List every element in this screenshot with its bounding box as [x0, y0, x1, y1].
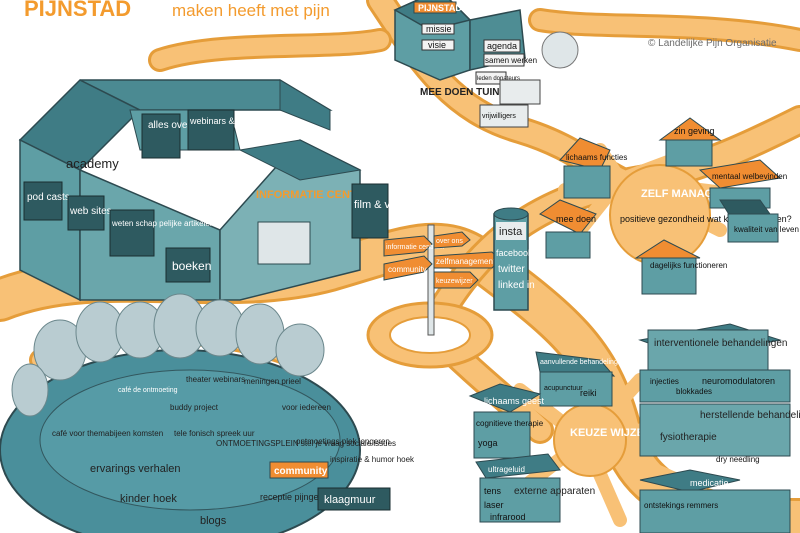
keuzewijzer-buildings: KEUZE WIJZER aanvullende behandelingen a…	[468, 323, 800, 533]
sign-webinars: webinars & presentaties	[189, 116, 287, 126]
house-zingeving: zin geving	[658, 117, 722, 167]
building-herstellend: herstellende behandelingen fysiotherapie…	[639, 403, 800, 464]
building-apparaten: ultrageluid externe apparaten tens laser…	[475, 453, 595, 523]
building-medicatie: medicatie ontstekings remmers	[639, 469, 791, 533]
building-label: dry needling	[716, 455, 760, 464]
house-meedoen: mee doen	[539, 199, 597, 259]
house-lichaamsfuncties: lichaams functies	[559, 137, 627, 199]
app-title: PIJNSTAD	[24, 0, 131, 21]
building-label: lichaams geest	[484, 396, 545, 406]
house-label: mentaal welbevinden	[712, 172, 787, 181]
town-hall-name: PIJNSTAD	[418, 3, 462, 13]
social-insta: insta	[499, 226, 523, 238]
community-park: café de ontmoeting theater webinars meni…	[0, 293, 415, 533]
header: PIJNSTAD maken heeft met pijn © Landelij…	[24, 0, 777, 49]
plaza-klaagmuur: klaagmuur	[324, 494, 376, 506]
building-label: medicatie	[690, 478, 729, 488]
building-label: interventionele behandelingen	[654, 338, 787, 349]
film-video-label: film & video	[354, 199, 411, 211]
plaza-ontmoetingsplein: ONTMOETINGSPLEIN stel je vraag sociale i…	[216, 439, 396, 448]
town-hall: PIJNSTAD missie visie agenda samen werke…	[393, 0, 537, 85]
arm-zelfmanagement: zelfmanagement	[436, 257, 496, 266]
plaza-kinderhoek: kinder hoek	[120, 493, 177, 505]
building-label: laser	[484, 500, 504, 510]
sign-samen-werken: samen werken	[485, 56, 537, 65]
social-facebook: facebook	[496, 248, 533, 258]
app-subtitle: maken heeft met pijn	[172, 1, 330, 20]
sign-leden: leden donateurs	[477, 76, 520, 82]
websites-label: web sites	[69, 206, 112, 217]
building-label: neuromodulatoren	[702, 376, 775, 386]
plaza-humor: inspiratie & humor hoek	[330, 455, 415, 464]
boeken-label: boeken	[172, 259, 211, 273]
community-banner: community	[274, 466, 328, 477]
academy-building: alles over medicijnen webinars & present…	[18, 79, 411, 302]
building-label: ontstekings remmers	[644, 501, 718, 510]
building-aanvullend: aanvullende behandelingen acupunctuur re…	[535, 351, 626, 407]
plaza-cafe-thema: café voor themabijeen komsten	[52, 429, 163, 438]
plaza-theater: theater webinars	[186, 375, 245, 384]
signpost: informatie centrum community over ons ze…	[383, 224, 501, 336]
podcasts-label: pod casts	[27, 192, 70, 203]
plaza-voor-iedereen: voor iedereen	[282, 403, 331, 412]
house-label: lichaams functies	[566, 153, 627, 162]
tree-line	[11, 293, 325, 417]
copyright-note: © Landelijke Pijn Organisatie	[648, 38, 777, 49]
sign-agenda: agenda	[487, 41, 517, 51]
building-label: fysiotherapie	[660, 432, 717, 443]
arm-informatie: informatie centrum	[386, 244, 444, 251]
wetenschap-label: weten schap pelijke artikelen	[111, 219, 214, 228]
sign-vrijwilligers: vrijwilligers	[482, 113, 516, 120]
plaza-prieel: meningen prieel	[244, 377, 301, 386]
zelfmanagement-houses: ZELF MANAGEMENT positieve gezondheid wat…	[539, 117, 799, 295]
informatie-centrum-title: INFORMATIE CENTRUM	[256, 189, 382, 201]
building-label: externe apparaten	[514, 486, 595, 497]
plaza-cafe-ontmoeting: café de ontmoeting	[118, 387, 178, 394]
sign-missie: missie	[426, 24, 452, 34]
plaza-jongeren: ontmoetings plek jongeren	[296, 437, 390, 446]
house-kwaliteit: kwaliteit van leven	[719, 199, 799, 243]
arm-over-ons: over ons	[436, 238, 463, 245]
plaza-receptie: receptie pijngenoten plein	[260, 492, 363, 502]
building-label: acupunctuur	[544, 385, 583, 392]
zelfmanagement-subtitle: positieve gezondheid wat kun je zelf doe…	[620, 214, 792, 224]
building-label: infrarood	[490, 512, 526, 522]
mee-doen-tuin: vrijwilligers MEE DOEN TUIN	[420, 31, 579, 128]
plaza-telefonisch: tele fonisch spreek uur	[174, 429, 255, 438]
building-lichaamsgeest: lichaams geest cognitieve therapie yoga	[468, 383, 545, 459]
house-label: dagelijks functioneren	[650, 261, 727, 270]
arm-keuzewijzer: keuzewijzer	[436, 278, 473, 285]
social-media-tower: insta facebook twitter linked in	[493, 207, 535, 311]
arm-community: community	[388, 265, 427, 274]
keuzewijzer-title: KEUZE WIJZER	[570, 427, 652, 439]
house-label: zin geving	[674, 126, 715, 136]
house-label: kwaliteit van leven	[734, 225, 799, 234]
social-twitter: twitter	[498, 264, 525, 275]
plaza-blogs: blogs	[200, 515, 227, 527]
building-label: herstellende behandelingen	[700, 410, 800, 421]
social-linkedin: linked in	[498, 280, 535, 291]
building-label: aanvullende behandelingen	[540, 359, 626, 366]
building-label: reiki	[580, 388, 597, 398]
plaza-buddy: buddy project	[170, 403, 219, 412]
sign-visie: visie	[428, 40, 446, 50]
academy-label: academy	[66, 156, 119, 171]
building-label: blokkades	[676, 387, 712, 396]
tuin-label: MEE DOEN TUIN	[420, 87, 499, 98]
house-dagelijks: dagelijks functioneren	[634, 239, 727, 295]
building-label: yoga	[478, 438, 498, 448]
building-label: tens	[484, 486, 502, 496]
plaza-ervaringsverhalen: ervarings verhalen	[90, 463, 181, 475]
building-label: cognitieve therapie	[476, 419, 544, 428]
building-interventioneel: interventionele behandelingen injecties …	[638, 323, 791, 403]
building-label: ultrageluid	[488, 465, 525, 474]
house-label: mee doen	[556, 214, 596, 224]
building-label: injecties	[650, 377, 679, 386]
